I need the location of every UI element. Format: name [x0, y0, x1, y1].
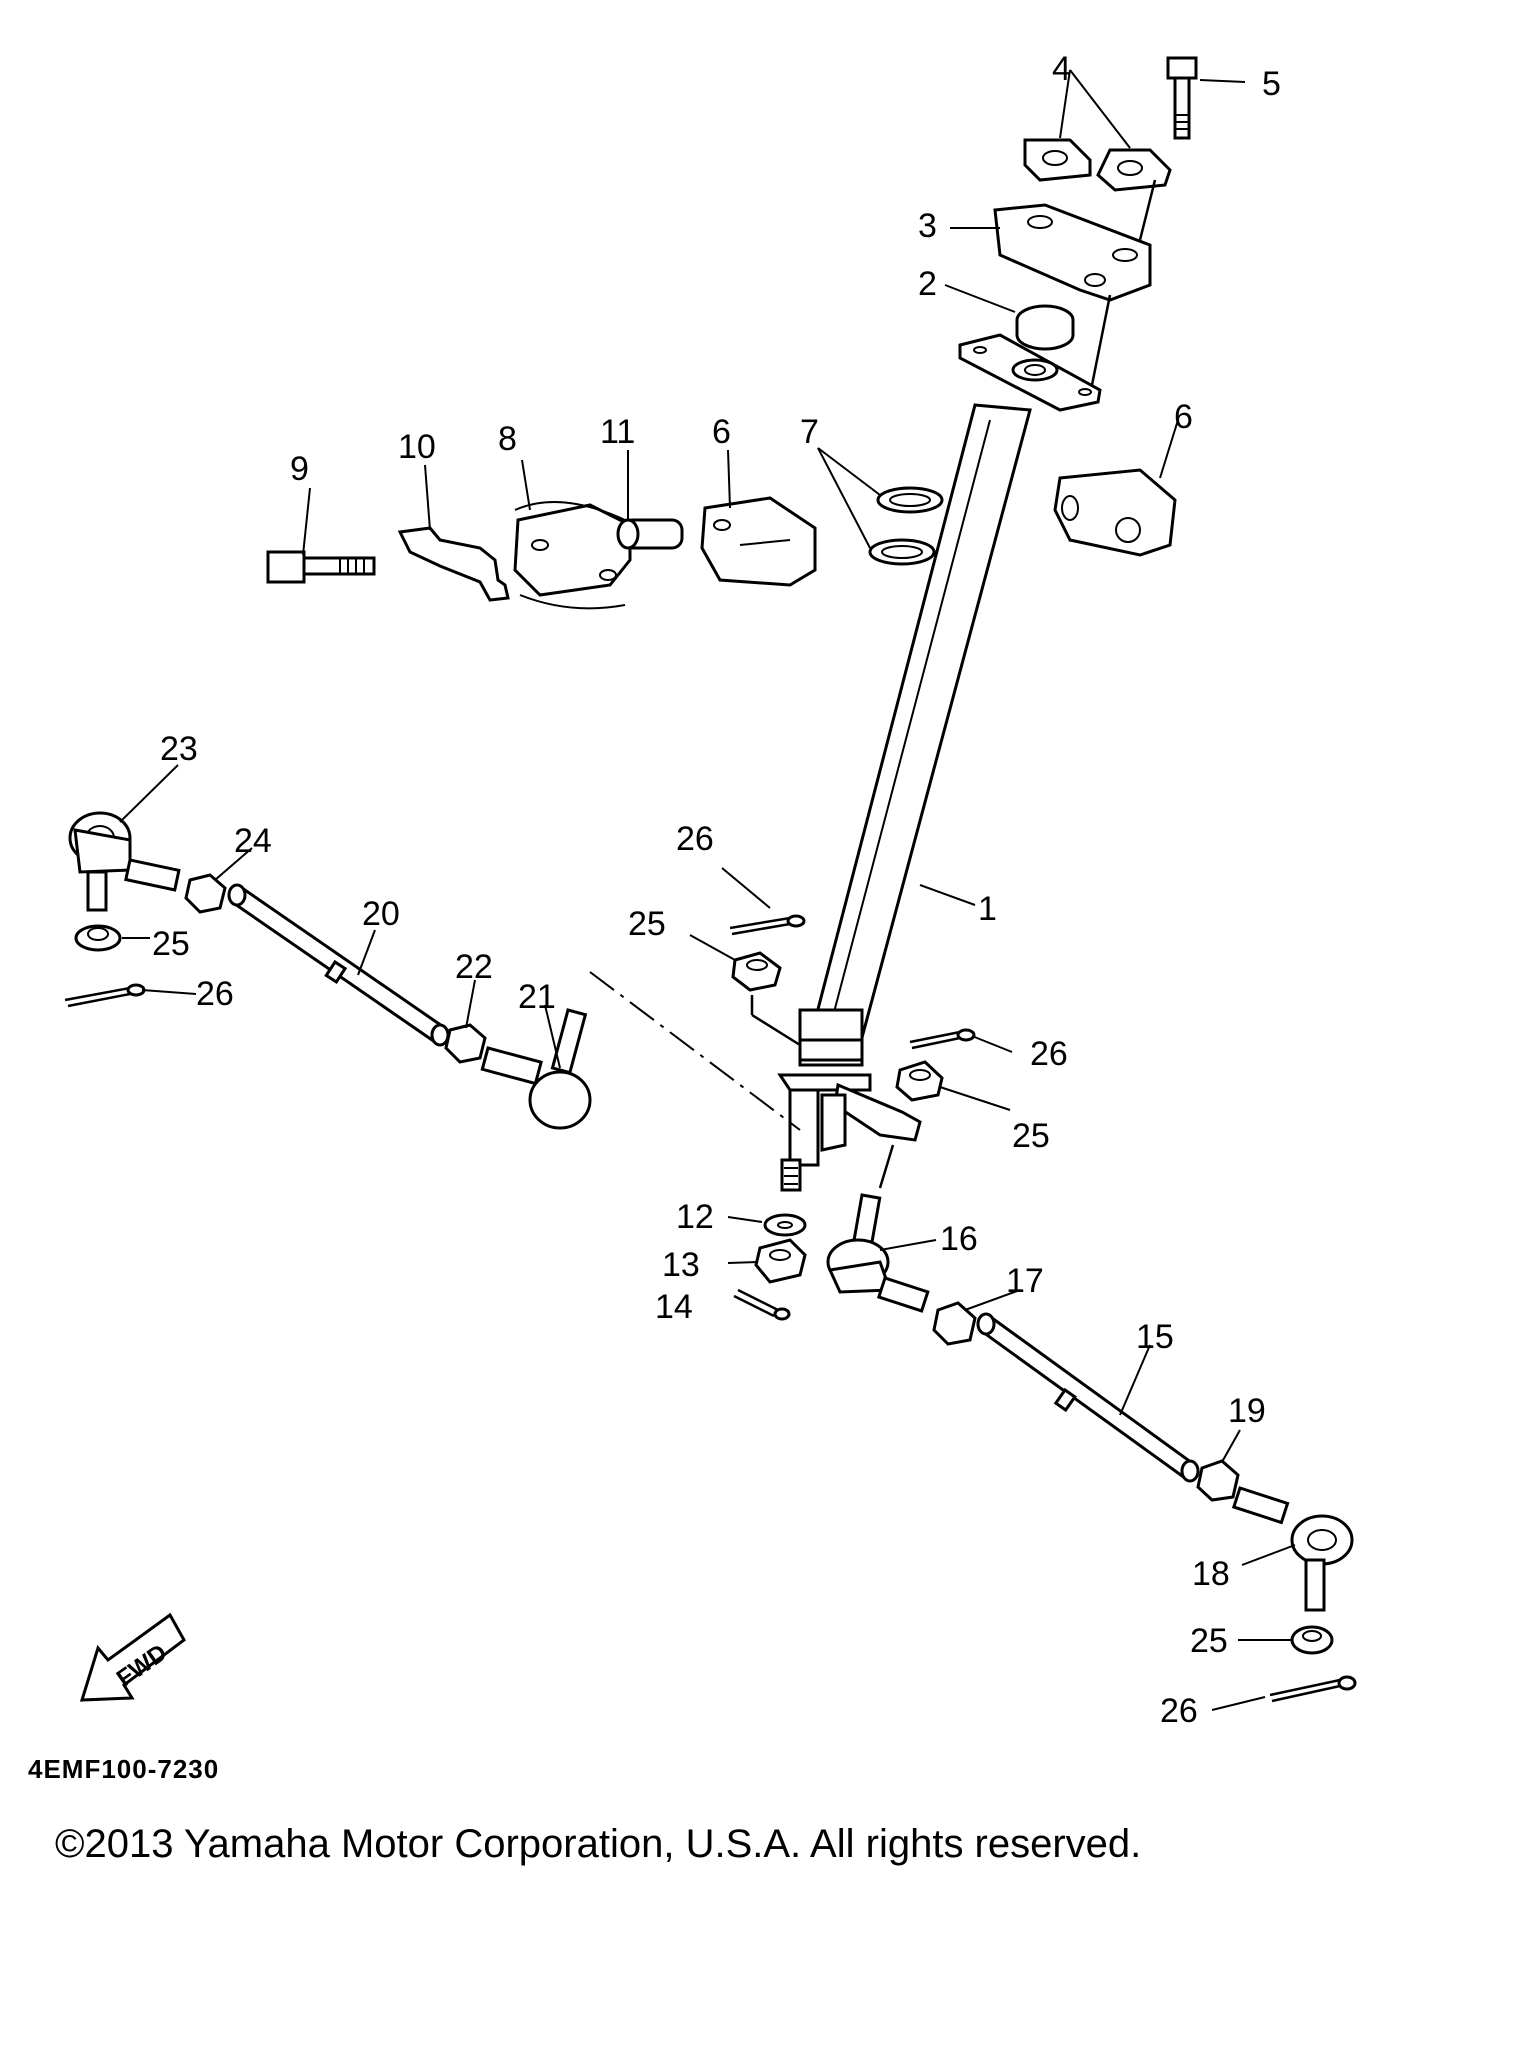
washer-12 [763, 1213, 807, 1237]
tie-rod-15 [976, 1312, 1200, 1483]
callout-18: 18 [1192, 1555, 1230, 1593]
nut-25-right [895, 1060, 944, 1102]
bushing-6-left [700, 496, 817, 587]
callout-10: 10 [398, 428, 436, 466]
nut-19 [1196, 1459, 1240, 1502]
bolt-5 [1166, 56, 1198, 140]
callout-22: 22 [455, 948, 493, 986]
cotter-pin-26-left [64, 983, 146, 1008]
callout-11: 11 [600, 413, 635, 451]
callout-25-center: 25 [628, 905, 666, 943]
callout-4: 4 [1052, 50, 1071, 88]
callout-16: 16 [940, 1220, 978, 1258]
tie-rod-end-23 [68, 811, 181, 912]
callout-21: 21 [518, 978, 556, 1016]
tie-rod-end-16 [826, 1193, 930, 1313]
callout-20: 20 [362, 895, 400, 933]
callout-25-left: 25 [152, 925, 190, 963]
bolt-9 [266, 550, 376, 584]
nut-25-center [731, 951, 782, 992]
callout-15: 15 [1136, 1318, 1174, 1356]
callout-13: 13 [662, 1246, 700, 1284]
nut-17 [932, 1301, 977, 1346]
diagram-code: 4EMF100-7230 [28, 1754, 219, 1784]
callout-5: 5 [1262, 65, 1281, 103]
holder-8 [513, 501, 632, 610]
callout-23: 23 [160, 730, 198, 768]
callout-1: 1 [978, 890, 997, 928]
callout-25-bottom: 25 [1190, 1622, 1228, 1660]
nut-25-left [74, 924, 122, 952]
callout-17: 17 [1006, 1262, 1044, 1300]
nut-13 [754, 1238, 807, 1284]
callout-24: 24 [234, 822, 272, 860]
callout-26-center: 26 [676, 820, 714, 858]
collar-2 [1015, 304, 1075, 351]
callout-labels: 1 2 3 4 5 6 6 7 8 9 10 11 12 13 14 15 16… [152, 50, 1281, 1730]
leader-lines [119, 69, 1296, 1711]
collar-11 [616, 518, 684, 550]
cotter-pin-26-bottom [1269, 1675, 1357, 1703]
callout-25-right: 25 [1012, 1117, 1050, 1155]
callout-2: 2 [918, 265, 937, 303]
callout-26-left: 26 [196, 975, 234, 1013]
callout-14: 14 [655, 1288, 693, 1326]
fwd-arrow-icon: FWD [79, 1612, 186, 1702]
nut-25-bottom [1290, 1625, 1334, 1655]
callout-26-bottom: 26 [1160, 1692, 1198, 1730]
cotter-pin-26-center [729, 914, 806, 936]
callout-6a: 6 [712, 413, 731, 451]
tie-rod-end-18 [1231, 1486, 1354, 1612]
circlip-7 [868, 486, 944, 566]
plate-10 [397, 526, 510, 602]
callout-7: 7 [800, 413, 819, 451]
callout-9: 9 [290, 450, 309, 488]
handlebar-holder-upper [1023, 138, 1172, 192]
callout-6b: 6 [1174, 398, 1193, 436]
nut-24 [184, 873, 227, 914]
nut-22 [444, 1023, 487, 1064]
cotter-pin-14 [733, 1288, 791, 1321]
callout-3: 3 [918, 207, 937, 245]
handlebar-holder-lower [993, 203, 1152, 302]
callout-8: 8 [498, 420, 517, 458]
tie-rod-20 [227, 883, 450, 1047]
callout-19: 19 [1228, 1392, 1266, 1430]
tie-rod-end-21 [480, 1008, 592, 1130]
copyright-notice: ©2013 Yamaha Motor Corporation, U.S.A. A… [55, 1822, 1142, 1866]
bushing-6-right [1053, 468, 1177, 557]
callout-12: 12 [676, 1198, 714, 1236]
cotter-pin-26-right [909, 1028, 976, 1050]
callout-26-right: 26 [1030, 1035, 1068, 1073]
steering-shaft [777, 333, 1102, 1192]
